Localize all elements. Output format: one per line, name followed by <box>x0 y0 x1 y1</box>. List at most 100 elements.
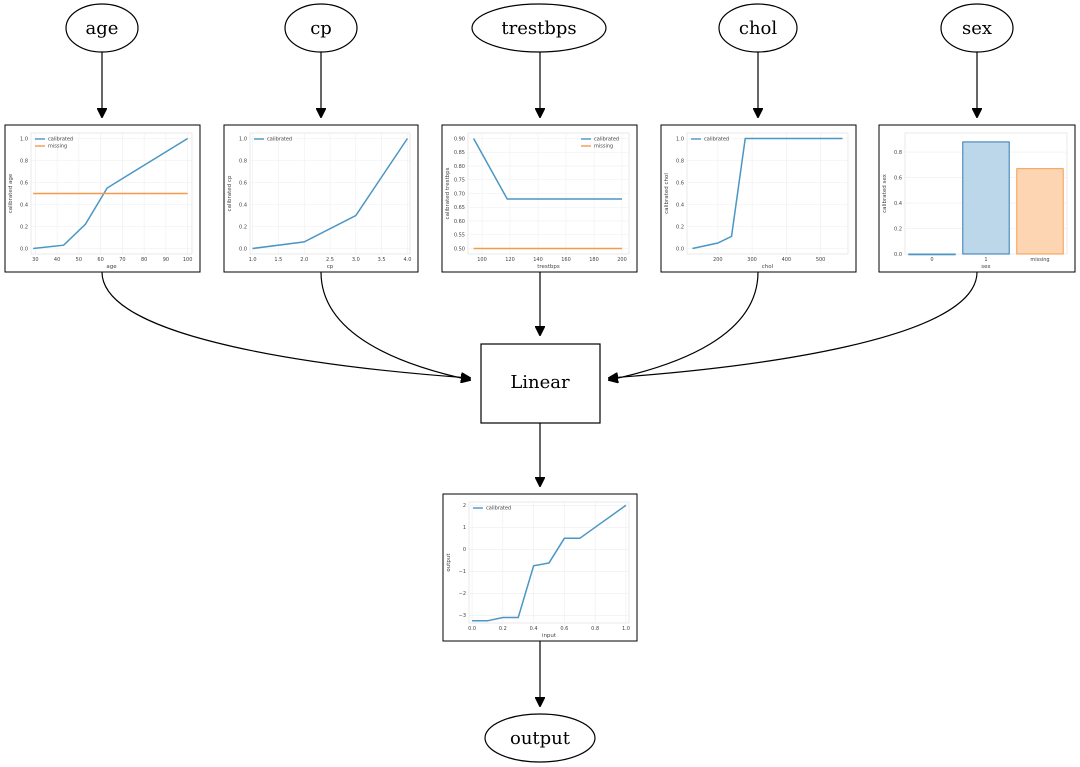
plot-cp-xtick-label: 2.5 <box>326 257 334 263</box>
plot-age-legend-label-missing: missing <box>48 144 67 150</box>
plot-output-ytick-label: 2 <box>463 503 466 509</box>
plot-chol-legend-label-calibrated: calibrated <box>704 137 729 143</box>
node-age-label: age <box>86 18 119 39</box>
plot-chol-ytick-label: 1.0 <box>676 136 684 142</box>
plot-chol-ytick-label: 0.4 <box>676 202 684 208</box>
plot-trestbps-xtick-label: 160 <box>561 257 571 263</box>
plot-chol-xtick-label: 200 <box>713 257 723 263</box>
plot-cp-ytick-label: 0.8 <box>239 158 247 164</box>
node-sex-label: sex <box>962 18 992 39</box>
plot-trestbps: 0.500.550.600.650.700.750.800.850.90cali… <box>441 124 638 273</box>
plot-chol-ytick-label: 0.8 <box>676 158 684 164</box>
plot-cp-xtick-label: 3.0 <box>352 257 360 263</box>
plot-age-ytick-label: 1.0 <box>20 136 28 142</box>
plot-sex-ytick-label: 0.0 <box>894 252 902 258</box>
edge-age-to-linear <box>101 271 470 378</box>
plot-chol-xtick-label: 300 <box>747 257 757 263</box>
plot-sex-xtick-label: missing <box>1030 257 1049 263</box>
node-trestbps: trestbps <box>471 3 607 53</box>
plot-trestbps-ytick-label: 0.65 <box>454 205 465 211</box>
plot-trestbps-xtick-label: 100 <box>477 257 487 263</box>
plot-sex-ylabel: calibrated sex <box>882 173 888 213</box>
plot-output-xlabel: input <box>542 633 557 639</box>
plot-age-xtick-label: 40 <box>54 257 60 263</box>
plot-chol-ylabel: calibrated chol <box>664 173 670 214</box>
plot-age-xtick-label: 80 <box>141 257 147 263</box>
plot-cp-xtick-label: 4.0 <box>403 257 411 263</box>
plot-age-xtick-label: 100 <box>183 257 193 263</box>
node-trestbps-label: trestbps <box>501 18 576 39</box>
plot-age-xtick-label: 30 <box>32 257 38 263</box>
plot-output-ylabel: output <box>446 553 452 572</box>
plot-output-xtick-label: 0.8 <box>591 626 599 632</box>
plot-cp-xtick-label: 3.5 <box>378 257 386 263</box>
plot-chol-ytick-label: 0.0 <box>676 246 684 252</box>
plot-output-ytick-label: −1 <box>459 569 466 575</box>
plot-trestbps-ytick-label: 0.85 <box>454 150 465 156</box>
plot-age-ytick-label: 0.2 <box>20 224 28 230</box>
plot-cp-ytick-label: 0.6 <box>239 180 247 186</box>
plot-output-ytick-label: −3 <box>459 613 466 619</box>
plot-age-ytick-label: 0.0 <box>20 246 28 252</box>
plot-cp-ytick-label: 0.4 <box>239 202 247 208</box>
plot-trestbps-legend-label-calibrated: calibrated <box>594 137 619 143</box>
node-output-label: output <box>510 728 571 749</box>
plot-cp-legend-label-calibrated: calibrated <box>267 137 292 143</box>
node-cp: cp <box>284 3 358 53</box>
plot-age-ytick-label: 0.8 <box>20 158 28 164</box>
plot-age-xtick-label: 60 <box>97 257 103 263</box>
plot-age-xtick-label: 90 <box>163 257 169 263</box>
plot-output-grid <box>469 502 629 623</box>
plot-sex-ytick-label: 0.2 <box>894 226 902 232</box>
edge-sex-to-linear <box>609 271 978 378</box>
node-sex: sex <box>940 3 1014 53</box>
plot-trestbps-ytick-label: 0.75 <box>454 178 465 184</box>
plot-chol-axes <box>686 132 849 255</box>
plot-trestbps-ylabel: calibrated trestbps <box>445 167 451 219</box>
node-cp-label: cp <box>310 18 332 39</box>
plot-cp-xtick-label: 2.0 <box>300 257 308 263</box>
plot-trestbps-ytick-label: 0.90 <box>454 136 465 142</box>
plot-cp-xtick-label: 1.5 <box>274 257 282 263</box>
plot-age-ytick-label: 0.6 <box>20 180 28 186</box>
plot-trestbps-ytick-label: 0.60 <box>454 219 465 225</box>
plot-cp-ytick-label: 0.2 <box>239 224 247 230</box>
plot-age-ytick-label: 0.4 <box>20 202 28 208</box>
node-age: age <box>65 3 139 53</box>
plot-age-xtick-label: 50 <box>76 257 82 263</box>
plot-cp-ylabel: calibrated cp <box>227 175 233 211</box>
plot-sex-ytick-label: 0.6 <box>894 175 902 181</box>
plot-age-legend-label-calibrated: calibrated <box>48 137 73 143</box>
plot-trestbps-legend-label-missing: missing <box>594 144 613 150</box>
plot-trestbps-ytick-label: 0.80 <box>454 164 465 170</box>
plot-sex-bar-1 <box>962 141 1010 255</box>
plot-trestbps-xlabel: trestbps <box>537 264 560 270</box>
plot-chol-ytick-label: 0.2 <box>676 224 684 230</box>
plot-sex-xlabel: sex <box>981 264 991 270</box>
plot-trestbps-ytick-label: 0.55 <box>454 233 465 239</box>
plot-output-legend-label-calibrated: calibrated <box>486 506 511 512</box>
plot-trestbps-series-calibrated <box>472 138 622 200</box>
node-linear: Linear <box>480 343 601 424</box>
plot-sex-ytick-label: 0.8 <box>894 150 902 156</box>
plot-age-series-calibrated <box>33 137 189 250</box>
plot-output-xtick-label: 1.0 <box>622 626 630 632</box>
plot-trestbps-xtick-label: 120 <box>505 257 515 263</box>
plot-age-ylabel: calibrated age <box>8 173 14 213</box>
plot-cp-grid <box>250 133 410 254</box>
plot-cp-ytick-label: 0.0 <box>239 246 247 252</box>
edges <box>102 52 977 706</box>
plot-chol-xtick-label: 500 <box>816 257 826 263</box>
plot-sex-bar-0 <box>908 253 956 256</box>
plot-chol-ytick-label: 0.6 <box>676 180 684 186</box>
plot-sex-ytick-label: 0.4 <box>894 201 902 207</box>
node-chol: chol <box>718 3 798 53</box>
plot-output-ytick-label: 0 <box>463 547 466 553</box>
